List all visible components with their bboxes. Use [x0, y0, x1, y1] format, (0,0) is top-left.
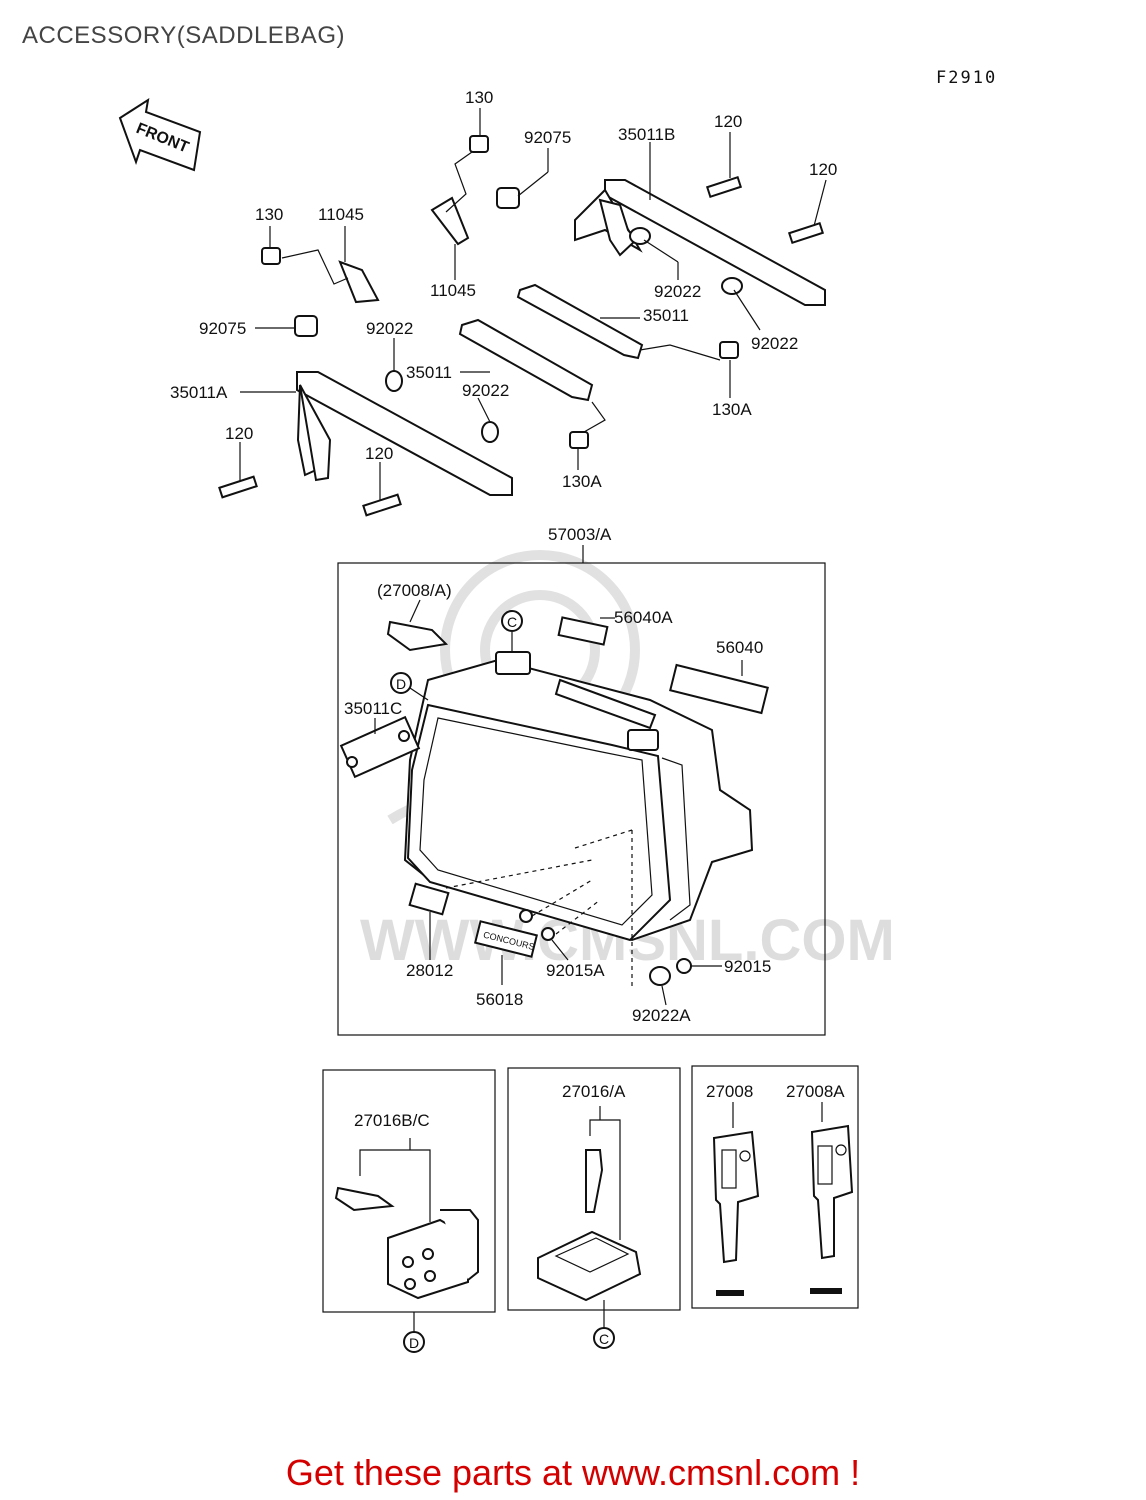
label-35011: 35011: [643, 306, 689, 325]
key-27008: [712, 1102, 760, 1296]
label-120: 120: [365, 444, 393, 463]
bolts-120: [218, 176, 825, 517]
label-27008A: 27008A: [786, 1082, 845, 1101]
label-92075: 92075: [524, 128, 571, 147]
label-27008A-paren: (27008/A): [377, 581, 452, 600]
marker-D-label: D: [396, 676, 406, 692]
label-11045: 11045: [318, 205, 364, 224]
label-120: 120: [809, 160, 837, 179]
bag-small-parts: CONCOURS: [339, 616, 769, 974]
label-35011C: 35011C: [344, 699, 402, 718]
label-35011B: 35011B: [618, 125, 675, 144]
figure-code: F2910: [936, 68, 998, 88]
marker-D-bottom-label: D: [409, 1335, 419, 1351]
label-35011A: 35011A: [170, 383, 228, 402]
part-35011-bar-right: [516, 283, 644, 360]
marker-C-bottom-label: C: [599, 1331, 609, 1347]
leader-lines-upper: [239, 108, 827, 500]
label-11045: 11045: [430, 281, 476, 300]
marker-C-bottom: [593, 1327, 615, 1349]
washers-92022: [385, 227, 743, 986]
label-92022: 92022: [751, 334, 798, 353]
marker-D-bottom: [403, 1331, 425, 1353]
panel-27016A: [507, 1067, 681, 1311]
label-120: 120: [225, 424, 253, 443]
panel-27008: [691, 1065, 859, 1309]
bolts-130: [261, 135, 739, 449]
label-56018: 56018: [476, 990, 523, 1009]
label-130A: 130A: [712, 400, 752, 419]
marker-D-top: [390, 672, 412, 694]
label-92022: 92022: [366, 319, 413, 338]
footer-link[interactable]: Get these parts at www.cmsnl.com !: [285, 1452, 861, 1493]
leader-lines-bag: [374, 599, 743, 1006]
label-130A: 130A: [562, 472, 602, 491]
part-35011-bar-mid: [458, 318, 594, 402]
part-35011A: [296, 371, 513, 496]
key-27008A: [810, 1102, 854, 1294]
panel-27016BC: [322, 1069, 496, 1313]
collars-92075: [294, 187, 520, 337]
label-28012: 28012: [406, 961, 453, 980]
label-92015A: 92015A: [546, 961, 605, 980]
marker-C-top: [501, 610, 523, 632]
label-56040A: 56040A: [614, 608, 673, 627]
label-92015: 92015: [724, 957, 771, 976]
lock-27016BC: [334, 1138, 479, 1300]
label-92075: 92075: [199, 319, 246, 338]
label-92022: 92022: [462, 381, 509, 400]
saddlebag-body: [403, 651, 754, 942]
label-27016A: 27016/A: [562, 1082, 626, 1101]
saddlebag-frame: [337, 562, 826, 1036]
label-57003A: 57003/A: [548, 525, 612, 544]
label-92022: 92022: [654, 282, 701, 301]
label-130: 130: [255, 205, 283, 224]
label-56040: 56040: [716, 638, 763, 657]
page-title: ACCESSORY(SADDLEBAG): [22, 22, 345, 49]
lock-27016A: [537, 1106, 642, 1302]
label-120: 120: [714, 112, 742, 131]
label-130: 130: [465, 88, 493, 107]
label-27016BC: 27016B/C: [354, 1111, 430, 1130]
brackets-11045: [338, 196, 470, 304]
label-92022A: 92022A: [632, 1006, 691, 1025]
label-27008: 27008: [706, 1082, 753, 1101]
front-arrow-icon: FRONT: [118, 97, 202, 172]
label-35011: 35011: [406, 363, 452, 382]
part-labels: 130 92075 35011B 120 120 130 11045 11045…: [170, 88, 845, 1351]
marker-C-label: C: [507, 614, 517, 630]
watermark: WWW.CMSNL.COM: [360, 550, 895, 973]
